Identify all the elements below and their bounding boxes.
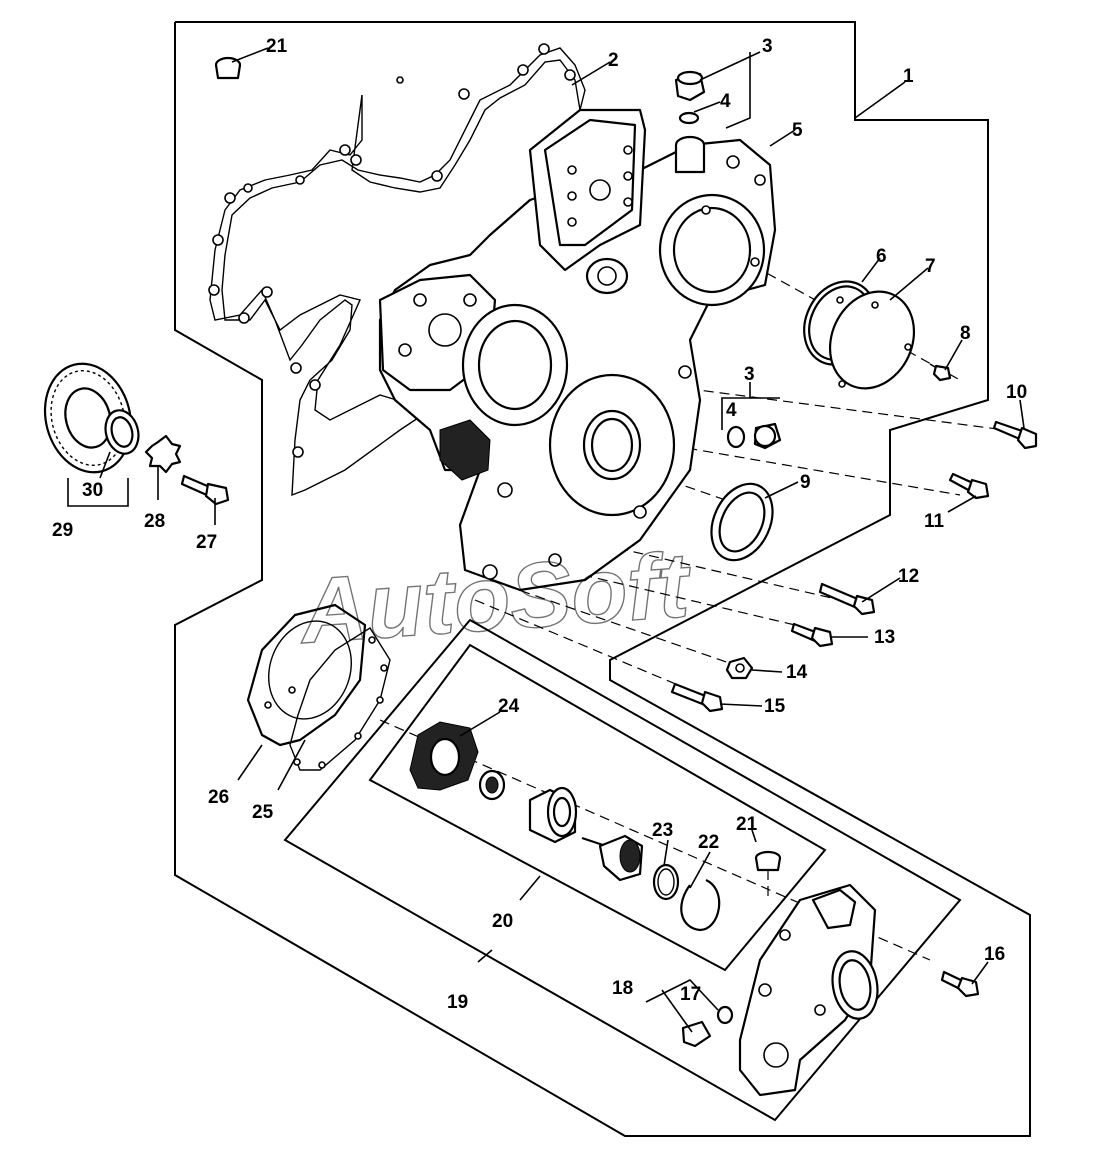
callout-25: 25 [252,802,274,823]
callout-leaders [99,47,1025,1033]
callout-3-mid: 3 [744,364,755,385]
callout-22: 22 [698,832,719,853]
bushing-21-lower [754,850,782,872]
callout-20: 20 [492,911,513,932]
gear-group-bracket [67,478,129,507]
bolt-27 [180,474,230,506]
callout-15: 15 [764,696,786,717]
callout-1: 1 [903,66,914,87]
pump-gasket-holes [264,636,388,769]
callout-26: 26 [208,787,229,808]
nut-14 [725,656,754,680]
pump-shaft [581,834,644,882]
callout-24: 24 [498,696,520,717]
pump-seal [478,769,506,801]
watermark: AutoSoft [295,534,695,663]
callout-17: 17 [680,984,701,1005]
callout-4-mid: 4 [726,400,737,421]
idler-gear [43,362,140,474]
callout-14: 14 [786,662,808,683]
pump-bearing [528,786,578,844]
callout-19: 19 [447,992,468,1013]
callout-6: 6 [876,246,887,267]
plug-mid [726,422,782,450]
impeller [409,721,479,791]
bolt-10 [992,420,1038,450]
bolt-11 [948,472,990,500]
callout-12: 12 [898,566,919,587]
thrust-washer [144,434,182,474]
callout-3: 3 [762,36,773,57]
bushing-21-upper [214,56,242,80]
callout-30: 30 [82,480,103,501]
callout-23: 23 [652,820,673,841]
callout-9: 9 [800,472,811,493]
plug-lower [681,1005,734,1048]
pump-cover [246,603,367,747]
cover-plate [828,290,916,390]
callout-7: 7 [925,256,936,277]
callout-8: 8 [960,323,971,344]
callout-21-lower: 21 [736,814,758,835]
pump-housing [738,883,879,1097]
callout-29: 29 [52,520,73,541]
bolt-15 [670,682,724,713]
impeller-shaft-frame [368,643,827,972]
plug-top [674,70,706,125]
callout-5: 5 [792,120,803,141]
callout-16: 16 [984,944,1005,965]
callout-2: 2 [608,50,619,71]
callout-18: 18 [612,978,633,999]
callout-21-upper: 21 [266,36,288,57]
gasket-bolt-holes [208,43,576,458]
timing-cover [378,108,777,592]
retaining-ring-22 [680,878,721,932]
callout-4: 4 [720,91,731,112]
bolt-13 [790,622,834,648]
callout-27: 27 [196,532,217,553]
callout-13: 13 [874,627,895,648]
callout-labels: 1 2 3 4 5 6 7 8 3 4 9 10 11 12 13 14 15 … [52,36,1027,1013]
callout-10: 10 [1006,382,1027,403]
assembly-frame [174,21,1031,1137]
callout-11: 11 [924,511,945,532]
bolt-12 [818,582,876,616]
crank-seal [710,482,774,562]
callout-28: 28 [144,511,165,532]
water-pump-frame [283,618,962,1122]
